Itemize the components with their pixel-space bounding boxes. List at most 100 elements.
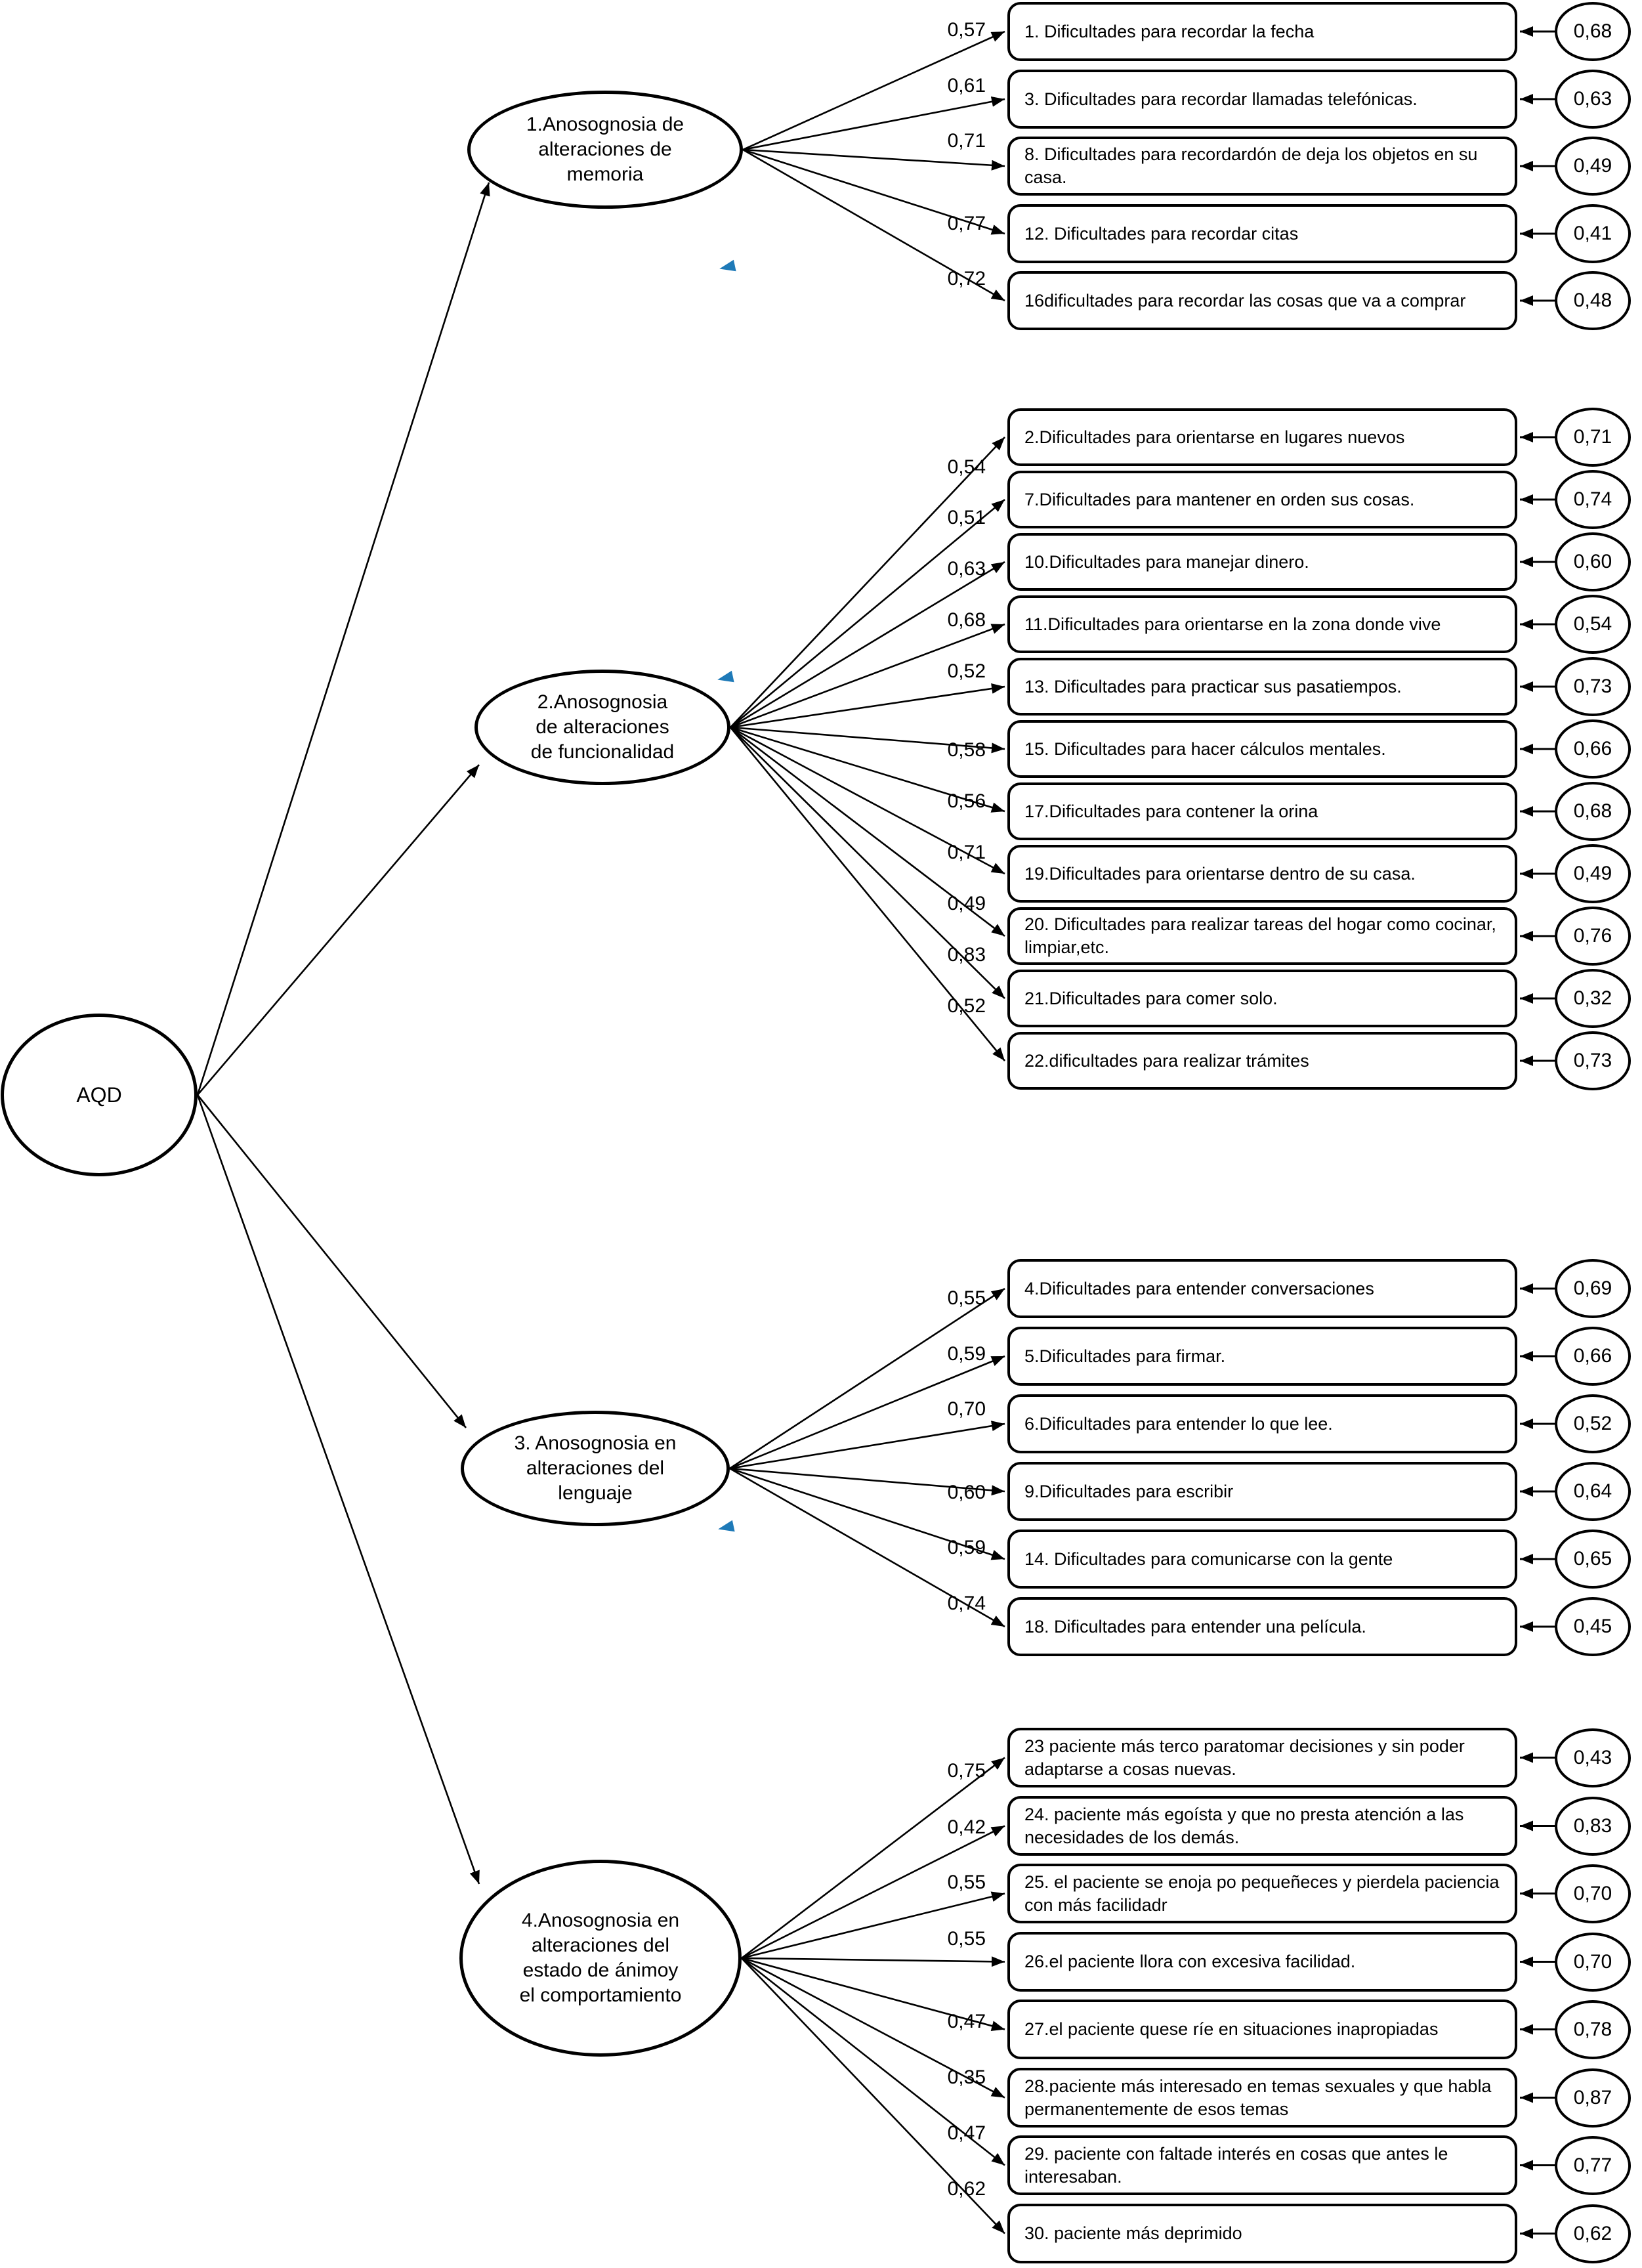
loading-label: 0,62 — [947, 2177, 986, 2200]
item-text: 19.Dificultades para orientarse dentro d… — [1024, 863, 1416, 884]
path-arrow — [729, 727, 1006, 1061]
item-box: 17.Dificultades para contener la orina — [1007, 782, 1517, 840]
item-box: 5.Dificultades para firmar. — [1007, 1327, 1517, 1386]
item-box: 4.Dificultades para entender conversacio… — [1007, 1259, 1517, 1318]
item-text: 27.el paciente quese ríe en situaciones … — [1024, 2019, 1439, 2039]
path-arrow — [730, 561, 1005, 729]
path-arrow — [196, 182, 490, 1096]
path-arrow — [730, 726, 1005, 813]
factor-oval: 4.Anosognosia en alteraciones del estado… — [459, 1860, 742, 2057]
error-value: 0,60 — [1573, 551, 1612, 572]
loading-label: 0,49 — [947, 892, 986, 914]
error-value: 0,66 — [1573, 1345, 1612, 1367]
item-text: 14. Dificultades para comunicarse con la… — [1024, 1549, 1393, 1569]
error-value: 0,87 — [1573, 2086, 1612, 2108]
item-box: 7.Dificultades para mantener en orden su… — [1007, 471, 1517, 528]
item-box: 15. Dificultades para hacer cálculos men… — [1007, 720, 1517, 778]
error-value: 0,68 — [1573, 800, 1612, 822]
item-box: 6.Dificultades para entender lo que lee. — [1007, 1394, 1517, 1453]
loading-label: 0,47 — [947, 2010, 986, 2032]
item-box: 1. Dificultades para recordar la fecha — [1007, 2, 1517, 61]
loading-label: 0,35 — [947, 2066, 986, 2089]
error-value: 0,62 — [1573, 2222, 1612, 2244]
loading-label: 0,70 — [947, 1398, 986, 1421]
path-arrow — [742, 148, 1005, 302]
error-circle: 0,48 — [1555, 271, 1631, 330]
path-arrow — [729, 1467, 1005, 1560]
error-value: 0,74 — [1573, 488, 1612, 510]
error-circle: 0,66 — [1555, 1327, 1631, 1386]
error-value: 0,52 — [1573, 1413, 1612, 1434]
path-arrow — [730, 727, 1005, 999]
loading-label: 0,55 — [947, 1927, 986, 1950]
item-text: 21.Dificultades para comer solo. — [1024, 988, 1278, 1008]
loading-label: 0,59 — [947, 1342, 986, 1365]
error-value: 0,63 — [1573, 88, 1612, 110]
error-circle: 0,60 — [1555, 532, 1631, 591]
item-text: 18. Dificultades para entender una pelíc… — [1024, 1616, 1366, 1637]
path-arrow — [741, 1891, 1005, 1959]
error-circle: 0,52 — [1555, 1394, 1631, 1453]
item-box: 27.el paciente quese ríe en situaciones … — [1007, 2000, 1517, 2059]
factor-label: 2.Anosognosia de alteraciones de funcion… — [530, 691, 675, 763]
error-circle: 0,64 — [1555, 1462, 1631, 1521]
path-arrow — [729, 1467, 1005, 1496]
path-arrow — [742, 30, 1005, 151]
factor-label: 1.Anosognosia de alteraciones de memoria — [526, 114, 684, 185]
error-circle: 0,66 — [1555, 719, 1631, 779]
path-arrow — [741, 1957, 1005, 2031]
error-circle: 0,74 — [1555, 470, 1631, 529]
error-value: 0,32 — [1573, 987, 1612, 1009]
path-arrow — [742, 148, 1005, 171]
path-arrow — [730, 726, 1005, 937]
error-value: 0,78 — [1573, 2018, 1612, 2040]
path-arrow — [729, 1355, 1005, 1470]
loading-label: 0,55 — [947, 1872, 986, 1894]
item-text: 24. paciente más egoísta y que no presta… — [1024, 1804, 1469, 1847]
error-circle: 0,78 — [1555, 2000, 1631, 2059]
item-text: 1. Dificultades para recordar la fecha — [1024, 21, 1315, 41]
path-arrow — [742, 148, 1005, 235]
item-text: 10.Dificultades para manejar dinero. — [1024, 551, 1309, 572]
path-arrow — [197, 764, 480, 1096]
loading-label: 0,60 — [947, 1481, 986, 1503]
error-circle: 0,45 — [1555, 1597, 1631, 1656]
item-text: 17.Dificultades para contener la orina — [1024, 801, 1318, 821]
item-text: 29. paciente con faltade interés en cosa… — [1024, 2143, 1453, 2187]
error-value: 0,83 — [1573, 1814, 1612, 1837]
aqd-label: AQD — [76, 1083, 122, 1107]
loading-label: 0,54 — [947, 456, 986, 478]
error-circle: 0,69 — [1555, 1259, 1631, 1318]
error-value: 0,65 — [1573, 1548, 1612, 1570]
loading-label: 0,77 — [947, 212, 986, 234]
factor-oval: 3. Anosognosia en alteraciones del lengu… — [461, 1411, 730, 1526]
loading-label: 0,71 — [947, 129, 986, 152]
item-text: 30. paciente más deprimido — [1024, 2223, 1242, 2243]
item-box: 30. paciente más deprimido — [1007, 2204, 1517, 2263]
factor-label: 3. Anosognosia en alteraciones del lengu… — [514, 1432, 677, 1504]
error-value: 0,76 — [1573, 925, 1612, 947]
error-value: 0,54 — [1573, 613, 1612, 635]
item-box: 24. paciente más egoísta y que no presta… — [1007, 1796, 1517, 1856]
path-arrow — [741, 1957, 1005, 2166]
item-box: 11.Dificultades para orientarse en la zo… — [1007, 595, 1517, 653]
error-circle: 0,41 — [1555, 204, 1631, 263]
error-value: 0,49 — [1573, 863, 1612, 884]
path-arrow — [741, 1957, 1005, 2099]
error-value: 0,43 — [1573, 1746, 1612, 1768]
item-box: 19.Dificultades para orientarse dentro d… — [1007, 845, 1517, 903]
path-arrow — [730, 623, 1005, 729]
error-value: 0,73 — [1573, 1050, 1612, 1071]
factor-label: 4.Anosognosia en alteraciones del estado… — [519, 1910, 682, 2006]
error-circle: 0,77 — [1555, 2135, 1631, 2195]
error-value: 0,66 — [1573, 738, 1612, 760]
loading-label: 0,71 — [947, 841, 986, 863]
item-text: 8. Dificultades para recordardón de deja… — [1024, 144, 1483, 187]
item-box: 25. el paciente se enoja po pequeñeces y… — [1007, 1864, 1517, 1923]
path-arrow — [741, 1958, 1005, 2235]
item-text: 7.Dificultades para mantener en orden su… — [1024, 489, 1415, 509]
loading-label: 0,52 — [947, 995, 986, 1017]
error-circle: 0,70 — [1555, 1864, 1631, 1923]
error-value: 0,73 — [1573, 675, 1612, 697]
